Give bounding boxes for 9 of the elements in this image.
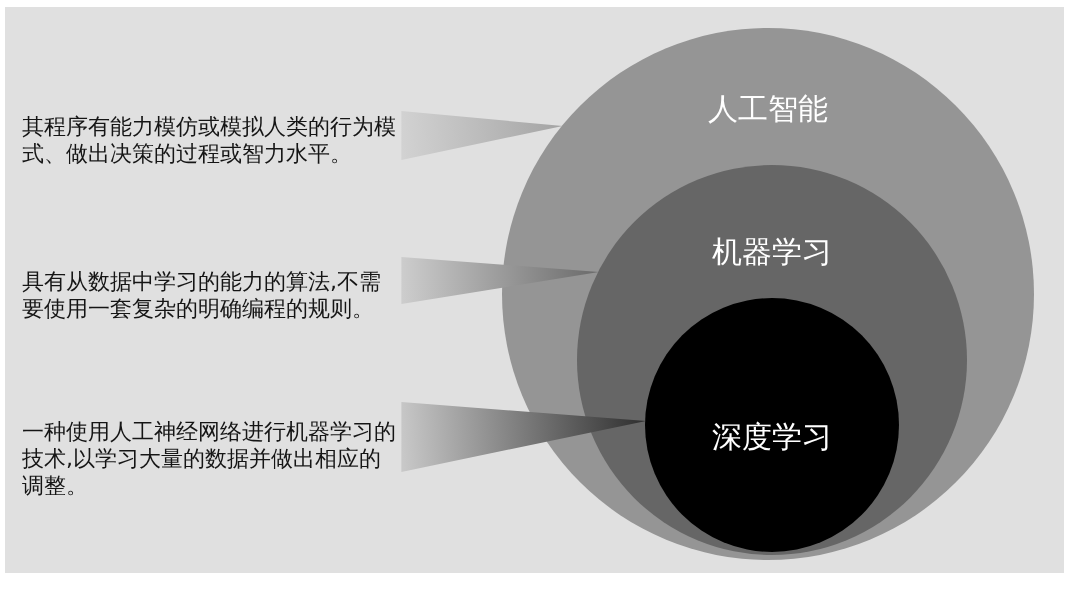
pointer-wedge bbox=[401, 257, 599, 304]
pointer-wedge bbox=[401, 111, 563, 160]
pointer-wedge bbox=[401, 402, 647, 472]
circle-label: 深度学习 bbox=[712, 419, 832, 455]
circle-label: 人工智能 bbox=[708, 91, 828, 127]
description-text: 其程序有能力模仿或模拟人类的行为模式、做出决策的过程或智力水平。 bbox=[22, 113, 401, 167]
description-text: 具有从数据中学习的能力的算法,不需要使用一套复杂的明确编程的规则。 bbox=[22, 268, 401, 322]
description-text: 一种使用人工神经网络进行机器学习的技术,以学习大量的数据并做出相应的调整。 bbox=[22, 418, 401, 499]
circle-label: 机器学习 bbox=[712, 234, 832, 270]
